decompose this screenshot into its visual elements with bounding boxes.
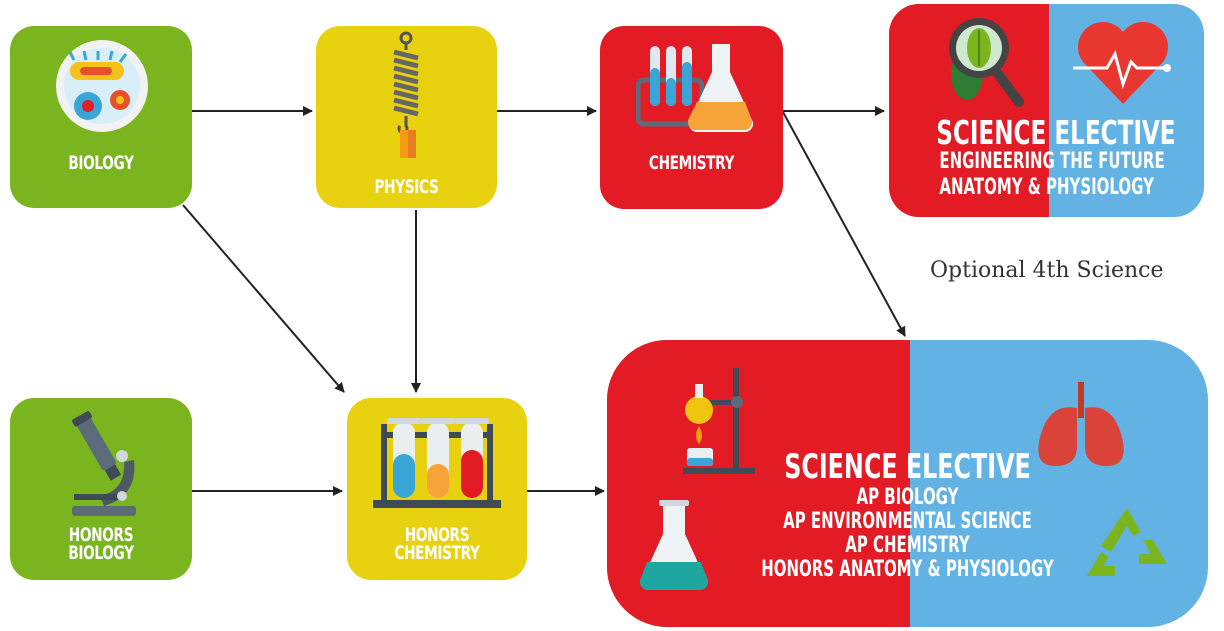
- elective-top-line2-a: ANATOMY &: [939, 175, 1047, 200]
- elective-bottom-line-honors-anatomy: HONORS ANATOMY & PHYSIOLOGY: [761, 557, 1054, 582]
- flask-icon: [639, 500, 709, 591]
- burner-stand-icon: [683, 368, 755, 474]
- lungs-icon: [1038, 382, 1124, 466]
- elective-bottom-line-ap-biology: AP BIOLOGY: [856, 485, 959, 510]
- honors-chemistry-label: HONORS CHEMISTRY: [394, 524, 480, 564]
- node-biology: BIOLOGY: [10, 26, 192, 208]
- science-elective-top: SCIENCE ELECTIVE ENGINEERING THE FUTURE …: [889, 4, 1204, 217]
- arrow-biology-honors-chemistry: [182, 204, 345, 393]
- elective-top-line1-a: ENGINEERING: [939, 149, 1061, 174]
- elective-top-line2-b: PHYSIOLOGY: [1046, 175, 1154, 200]
- microscope-icon: [72, 411, 136, 516]
- elective-bottom-line-ap-chemistry: AP CHEMISTRY: [845, 533, 970, 558]
- spring-weight-icon: [393, 31, 419, 158]
- elective-bottom-title: SCIENCE ELECTIVE: [697, 450, 1118, 484]
- elective-top-title-science: SCIENCE: [936, 113, 1055, 152]
- test-tube-rack-icon: [373, 418, 501, 508]
- chemistry-label: CHEMISTRY: [648, 152, 735, 174]
- biology-label: BIOLOGY: [68, 152, 134, 174]
- node-chemistry: CHEMISTRY: [600, 26, 783, 209]
- elective-top-line1-b: THE FUTURE: [1060, 149, 1165, 174]
- honors-biology-label: HONORS BIOLOGY: [68, 524, 134, 564]
- optional-4th-science-note: Optional 4th Science: [930, 258, 1164, 283]
- arrow-chemistry-elective-bottom: [782, 111, 906, 337]
- microbe-petri-icon: [56, 40, 148, 132]
- node-physics: PHYSICS: [316, 26, 497, 208]
- elective-bottom-title-a: SCIENCE E: [784, 447, 923, 487]
- elective-top-line-engineering: ENGINEERING THE FUTURE: [939, 149, 1164, 174]
- physics-label: PHYSICS: [374, 176, 439, 198]
- elective-bottom-line-ap-environmental: AP ENVIRONMENTAL SCIENCE: [783, 509, 1032, 534]
- magnifier-leaf-icon: [949, 18, 1024, 107]
- elective-top-title: SCIENCE ELECTIVE: [936, 113, 1175, 152]
- heart-pulse-icon: [1073, 22, 1171, 104]
- recycle-icon: [1087, 508, 1167, 576]
- node-honors-chemistry: HONORS CHEMISTRY: [347, 398, 527, 580]
- elective-top-title-elective: ELECTIVE: [1054, 113, 1176, 152]
- elective-top-line-anatomy: ANATOMY & PHYSIOLOGY: [939, 176, 1153, 200]
- science-elective-bottom: SCIENCE ELECTIVE AP BIOLOGY AP ENVIRONME…: [607, 340, 1208, 627]
- elective-bottom-title-b: LECTIVE: [922, 447, 1031, 487]
- node-honors-biology: HONORS BIOLOGY: [10, 398, 192, 580]
- test-tubes-flask-icon: [636, 44, 754, 133]
